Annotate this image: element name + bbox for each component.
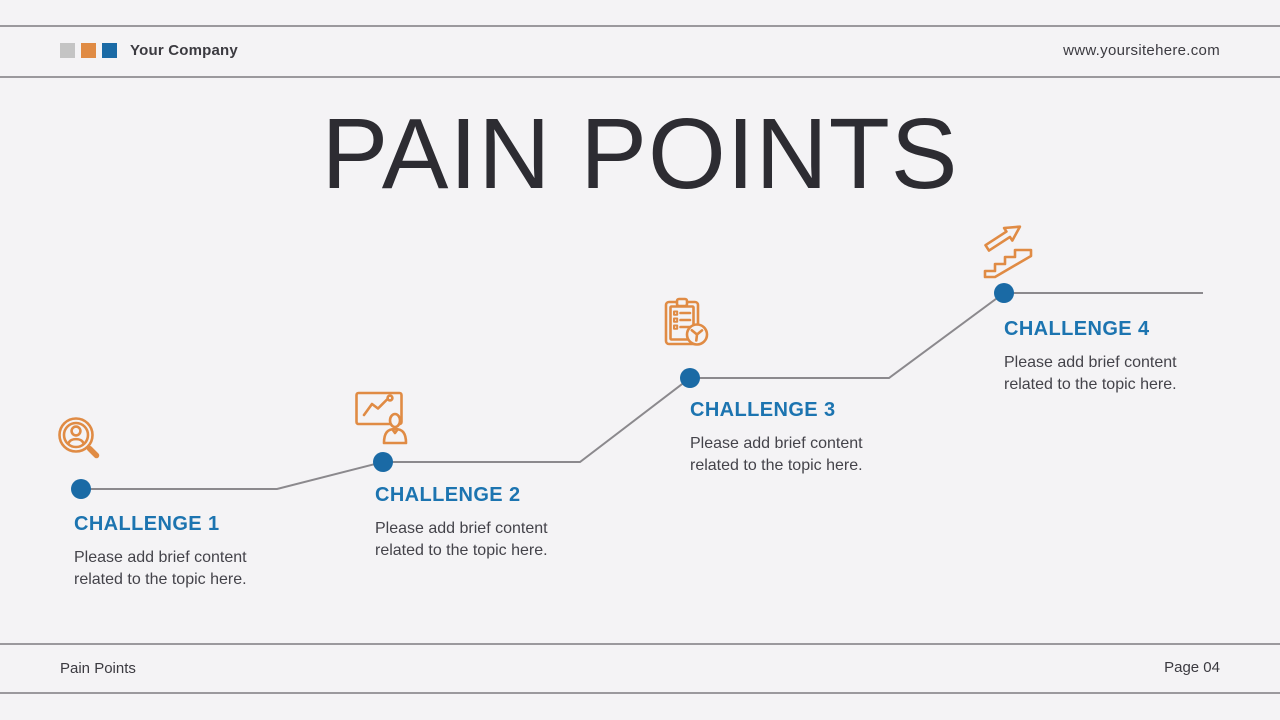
challenge-title: CHALLENGE 4: [1004, 318, 1150, 340]
slide-title: PAIN POINTS: [321, 98, 959, 210]
stairs-growth-icon: [980, 223, 1036, 279]
journey-dot: [71, 479, 91, 499]
top-rule: [0, 25, 1280, 27]
footer-rule-top: [0, 643, 1280, 645]
footer-slide-name: Pain Points: [60, 660, 136, 677]
challenge-description: Please add brief content related to the …: [1004, 354, 1177, 393]
challenge-title: CHALLENGE 1: [74, 513, 220, 535]
journey-dot: [680, 368, 700, 388]
challenge-title: CHALLENGE 2: [375, 484, 521, 506]
company-name: Your Company: [130, 42, 238, 59]
presentation-icon: [353, 389, 409, 445]
header: Your Company www.yoursitehere.com: [0, 27, 1280, 75]
checklist-clock-icon: [658, 296, 714, 352]
challenge-title: CHALLENGE 3: [690, 399, 836, 421]
footer-rule-bottom: [0, 692, 1280, 694]
website-url: www.yoursitehere.com: [1063, 42, 1220, 59]
challenge-item: CHALLENGE 4 Please add brief content rel…: [1004, 317, 1222, 396]
challenge-description: Please add brief content related to the …: [690, 435, 863, 474]
logo-square: [81, 43, 96, 58]
header-rule: [0, 76, 1280, 78]
journey-dot: [994, 283, 1014, 303]
company-logo: [60, 43, 117, 58]
footer-page-number: Page 04: [1164, 659, 1220, 676]
challenge-item: CHALLENGE 2 Please add brief content rel…: [375, 483, 593, 562]
challenge-item: CHALLENGE 1 Please add brief content rel…: [74, 512, 292, 591]
logo-square: [60, 43, 75, 58]
logo-square: [102, 43, 117, 58]
user-search-icon: [52, 412, 108, 468]
challenge-description: Please add brief content related to the …: [375, 520, 548, 559]
challenge-description: Please add brief content related to the …: [74, 549, 247, 588]
journey-dot: [373, 452, 393, 472]
journey-line: [81, 292, 1203, 490]
challenge-item: CHALLENGE 3 Please add brief content rel…: [690, 398, 908, 477]
journey-dots: [71, 283, 1014, 499]
